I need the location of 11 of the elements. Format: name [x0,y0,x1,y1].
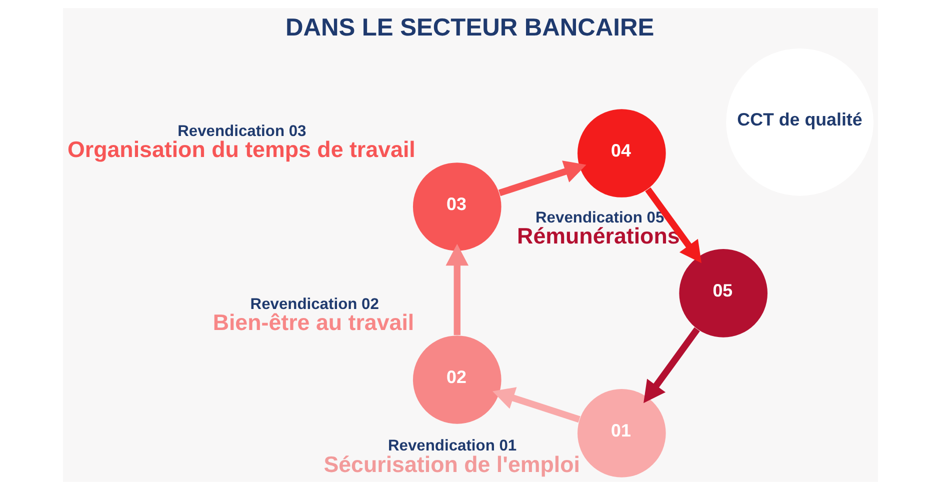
node-circle: 03 [412,162,501,251]
diagram-title: DANS LE SECTEUR BANCAIRE [284,14,654,42]
node-circle: 04 [577,109,666,198]
arrow [644,187,701,264]
arrow [643,327,700,404]
node-circle: 05 [678,249,767,338]
node-circle: 01 [577,389,666,478]
node-circle: 02 [412,336,501,424]
arrow [492,387,580,423]
arrow [498,160,586,196]
arrow [445,244,468,336]
